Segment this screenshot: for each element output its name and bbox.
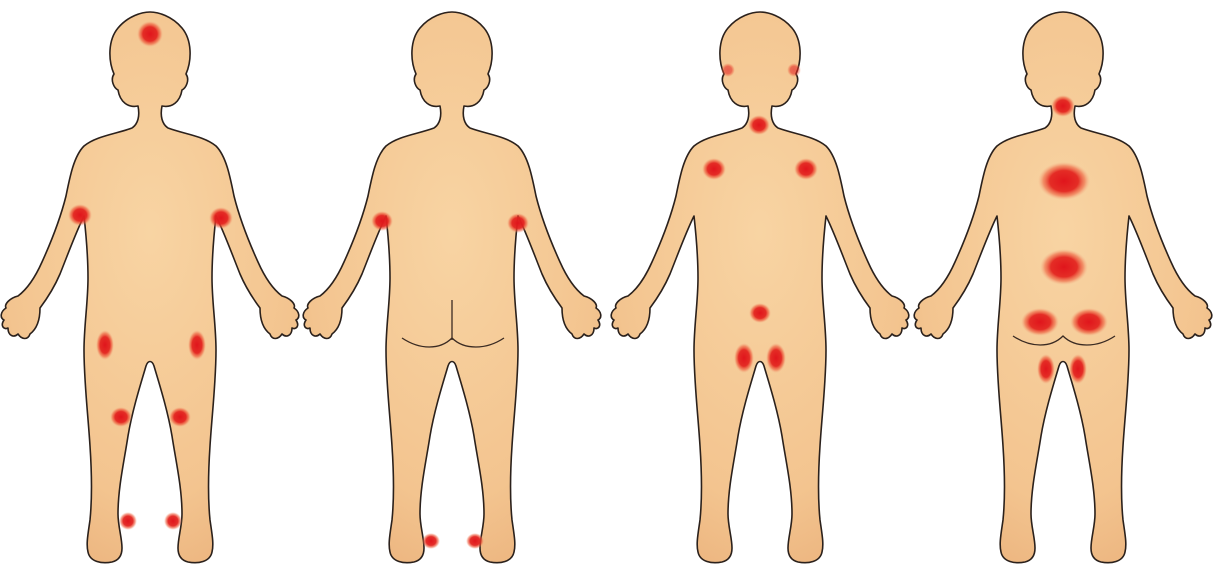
- lesion-left-elbow: [68, 204, 92, 226]
- lesion-left-knee: [110, 407, 132, 427]
- lesion-head-top: [137, 21, 163, 47]
- lesion-neck: [748, 115, 770, 135]
- lesion-right-upper-thigh: [1069, 354, 1087, 384]
- lesion-left-heel: [422, 533, 440, 549]
- lesion-left-buttock: [1021, 308, 1059, 336]
- lesion-right-cheek: [787, 63, 801, 77]
- lesion-right-upper-thigh: [766, 343, 786, 373]
- lesion-upper-back: [1038, 162, 1090, 200]
- lesion-left-thigh: [96, 330, 114, 360]
- lesion-right-buttock: [1070, 308, 1108, 336]
- lesion-right-shoulder: [794, 158, 818, 180]
- lesion-left-upper-thigh: [1037, 354, 1055, 384]
- lesion-lower-back: [1040, 249, 1088, 285]
- lesion-nape: [1051, 95, 1075, 117]
- lesion-left-upper-thigh: [734, 343, 754, 373]
- lesion-right-knee: [169, 407, 191, 427]
- lesion-right-ankle: [164, 512, 182, 530]
- lesion-right-heel: [466, 533, 484, 549]
- lesion-left-ankle: [119, 512, 137, 530]
- lesion-right-thigh: [188, 330, 206, 360]
- lesion-right-elbow: [507, 213, 529, 233]
- lesion-groin: [749, 303, 771, 323]
- lesion-left-cheek: [721, 63, 735, 77]
- lesion-left-shoulder: [702, 158, 726, 180]
- lesion-right-elbow: [209, 207, 233, 229]
- lesion-left-elbow: [371, 211, 393, 231]
